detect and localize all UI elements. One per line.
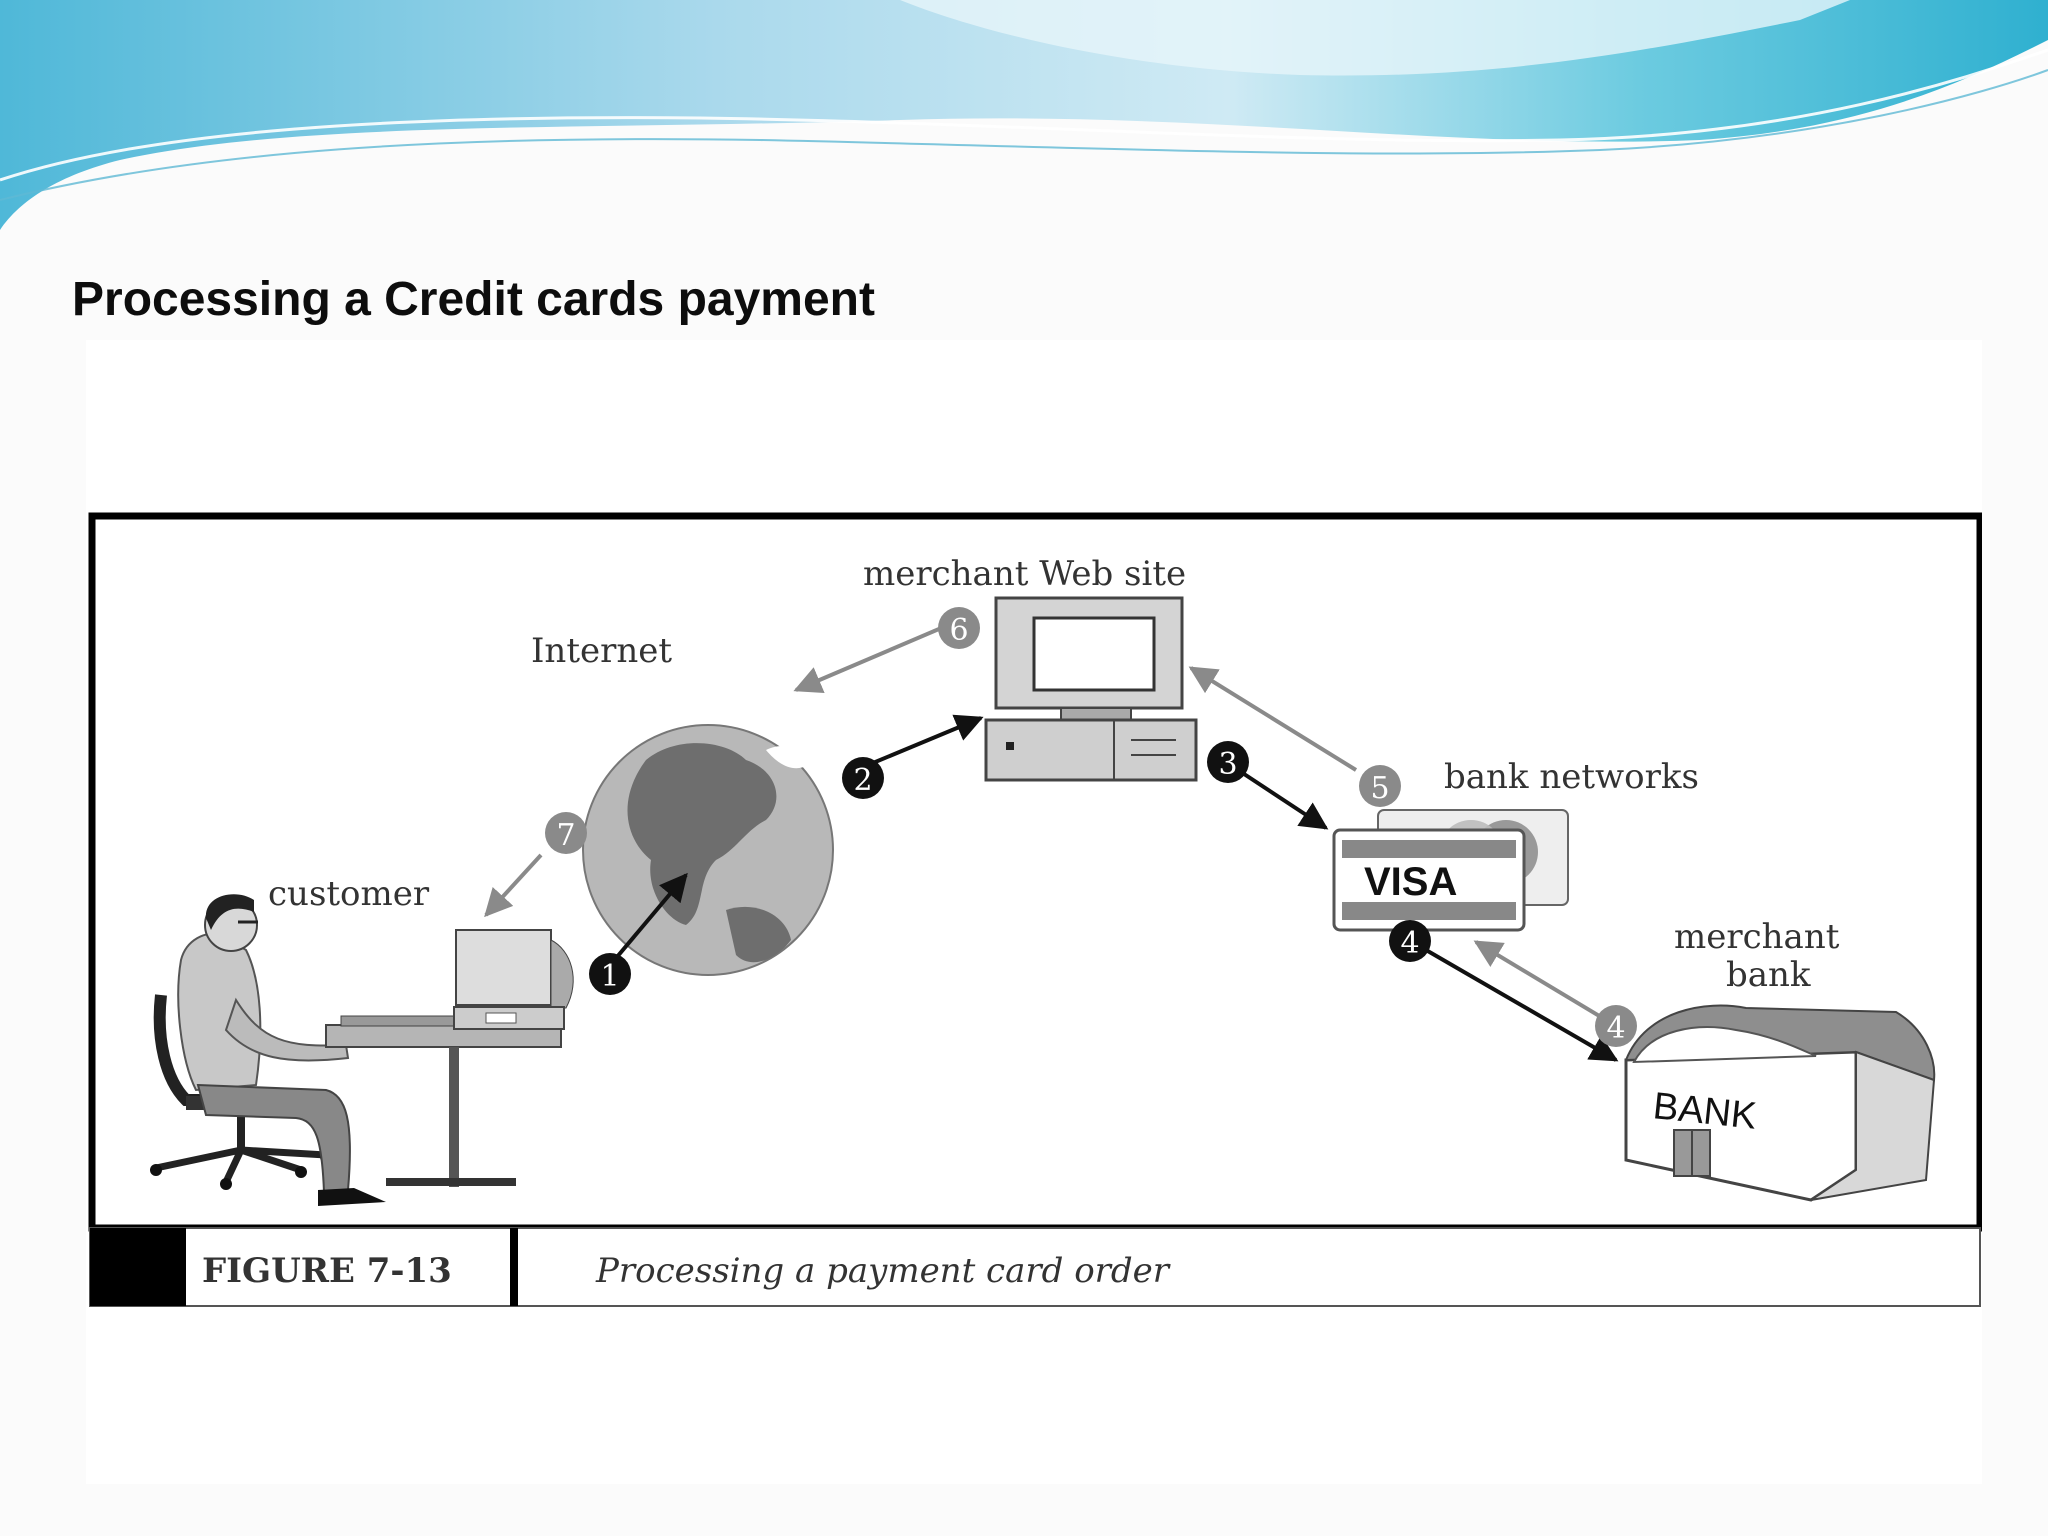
step-badge-7: 7 [545, 812, 587, 854]
svg-text:5: 5 [1370, 771, 1389, 806]
payment-process-diagram: FIGURE 7-13 Processing a payment card or… [88, 512, 1982, 1307]
svg-text:4: 4 [1606, 1011, 1625, 1046]
arrow-step-5 [1188, 666, 1358, 772]
internet-globe-icon [582, 724, 834, 976]
label-customer: customer [268, 874, 430, 914]
merchant-bank-building-icon [1624, 1004, 1936, 1202]
arrow-step-7 [484, 853, 543, 918]
caption-bar [89, 1227, 1981, 1307]
svg-text:2: 2 [853, 763, 872, 798]
arrow-step-3 [1236, 768, 1329, 830]
svg-text:3: 3 [1218, 747, 1237, 782]
customer-illustration [150, 894, 574, 1206]
svg-text:6: 6 [949, 613, 968, 648]
label-merchant-bank-line1: merchant [1674, 917, 1840, 957]
step-badge-3: 3 [1207, 741, 1249, 783]
svg-text:4: 4 [1400, 926, 1419, 961]
label-internet: Internet [531, 631, 672, 671]
header-wave-decoration [0, 0, 2048, 230]
label-bank-networks: bank networks [1444, 757, 1699, 797]
label-merchant-bank-line2: bank [1726, 955, 1811, 995]
caption-divider [510, 1228, 518, 1306]
step-badge-6: 6 [938, 607, 980, 649]
caption-black-block [90, 1228, 186, 1306]
step-badge-5: 5 [1359, 765, 1401, 807]
step-badge-1: 1 [589, 953, 631, 995]
svg-text:7: 7 [556, 818, 575, 853]
card-brand-visa: VISA [1364, 860, 1457, 904]
figure-caption: Processing a payment card order [595, 1251, 1171, 1291]
figure-panel: FIGURE 7-13 Processing a payment card or… [86, 340, 1982, 1484]
bank-networks-cards-icon [1332, 809, 1569, 932]
arrow-step-4-return [1473, 940, 1608, 1022]
label-merchant-web-site: merchant Web site [863, 554, 1186, 594]
arrow-step-6 [793, 624, 947, 693]
svg-text:1: 1 [600, 959, 619, 994]
arrow-step-4-to-bank [1424, 948, 1619, 1062]
figure-number: FIGURE 7-13 [202, 1251, 452, 1291]
arrow-step-1 [604, 872, 688, 972]
step-badge-4b: 4 [1595, 1005, 1637, 1047]
slide-title: Processing a Credit cards payment [72, 273, 875, 326]
step-badge-4a: 4 [1389, 920, 1431, 962]
arrow-step-2 [855, 714, 984, 772]
merchant-computer-icon [984, 596, 1198, 782]
step-badge-2: 2 [842, 757, 884, 799]
